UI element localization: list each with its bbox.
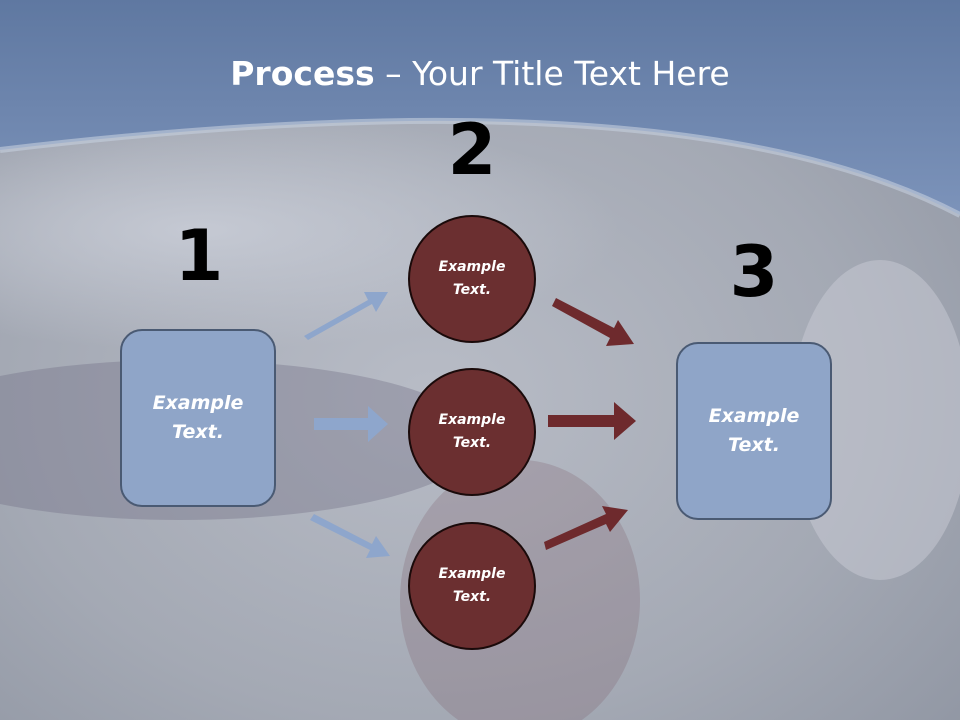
arrow-red-mid [548,402,636,440]
arrow-blue-mid [314,406,388,442]
step-box-3: Example Text. [676,342,832,520]
step-circle-bottom-text: Example Text. [438,566,506,605]
step-circle-top: Example Text. [408,215,536,343]
arrow-blue-down [310,514,390,558]
step-box-1-text: Example Text. [152,392,244,443]
step-box-1: Example Text. [120,329,276,507]
step-box-3-text: Example Text. [708,405,800,456]
step-number-1: 1 [174,215,224,297]
arrow-red-up [544,506,628,550]
arrow-blue-up [304,292,388,340]
step-circle-middle: Example Text. [408,368,536,496]
step-number-3: 3 [729,231,779,313]
step-circle-middle-text: Example Text. [438,412,506,451]
step-circle-top-text: Example Text. [438,259,506,298]
arrow-red-down [552,298,634,346]
slide-title: Process – Your Title Text Here [230,54,730,93]
step-circle-bottom: Example Text. [408,522,536,650]
step-number-2: 2 [447,109,497,191]
